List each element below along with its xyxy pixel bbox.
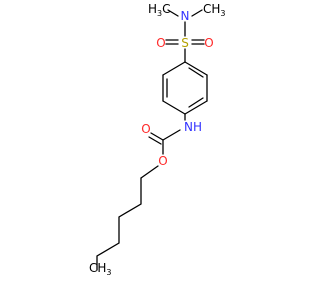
atom-terminal-methyl: CH3: [89, 261, 112, 277]
atom-carbonyl-o: O: [141, 122, 150, 136]
atom-sulfonyl-o-left: O: [156, 36, 165, 50]
bond-ring-1: [184, 61, 208, 76]
atom-sulfonamide-n: N: [181, 9, 190, 23]
atom-methyl-right: CH3: [203, 2, 226, 18]
bond-nh-c: [162, 129, 181, 141]
bond-c-o-double-1: [150, 132, 164, 141]
atom-ester-o: O: [158, 154, 167, 168]
atom-sulfur: S: [181, 36, 189, 50]
octyl-chain: [96, 177, 142, 271]
bond-n-methyl-right: [191, 9, 203, 17]
bond-ring-6: [162, 61, 186, 76]
atom-labels: H3C CH3 N S O O NH O O CH3: [89, 2, 226, 277]
bond-ring-3: [184, 100, 208, 115]
molecule-structure-diagram: H3C CH3 N S O O NH O O CH3: [89, 2, 226, 277]
bond-ring-double-1: [188, 67, 204, 78]
atom-methyl-left: H3C: [148, 2, 171, 18]
bond-c-o-double-2: [148, 136, 162, 145]
bond-ring-4: [162, 100, 186, 115]
bond-n-methyl-left: [167, 9, 179, 17]
bonds: [96, 9, 208, 271]
atom-carbamate-nh: NH: [184, 120, 202, 134]
bond-ring-double-2: [188, 97, 204, 108]
bond-o-chain: [140, 165, 159, 179]
atom-sulfonyl-o-right: O: [204, 36, 213, 50]
